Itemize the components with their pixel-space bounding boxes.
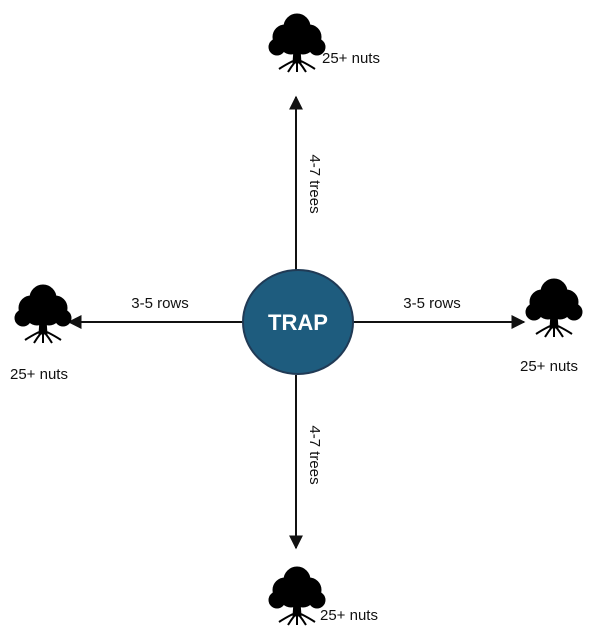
tree-icon bbox=[525, 278, 583, 338]
arrow-up-label: 4-7 trees bbox=[306, 154, 323, 213]
tree-bottom-label: 25+ nuts bbox=[320, 607, 378, 624]
tree-top-label: 25+ nuts bbox=[322, 50, 380, 67]
trap-circle bbox=[242, 269, 354, 375]
arrow-right-label: 3-5 rows bbox=[403, 295, 461, 312]
arrow-left-label: 3-5 rows bbox=[131, 295, 189, 312]
tree-icon bbox=[14, 284, 72, 344]
arrow-down-label: 4-7 trees bbox=[306, 425, 323, 484]
trap-label: TRAP bbox=[268, 310, 328, 335]
tree-left-label: 25+ nuts bbox=[10, 366, 68, 383]
tree-icon bbox=[268, 13, 326, 73]
tree-icon bbox=[268, 566, 326, 626]
tree-right-label: 25+ nuts bbox=[520, 358, 578, 375]
